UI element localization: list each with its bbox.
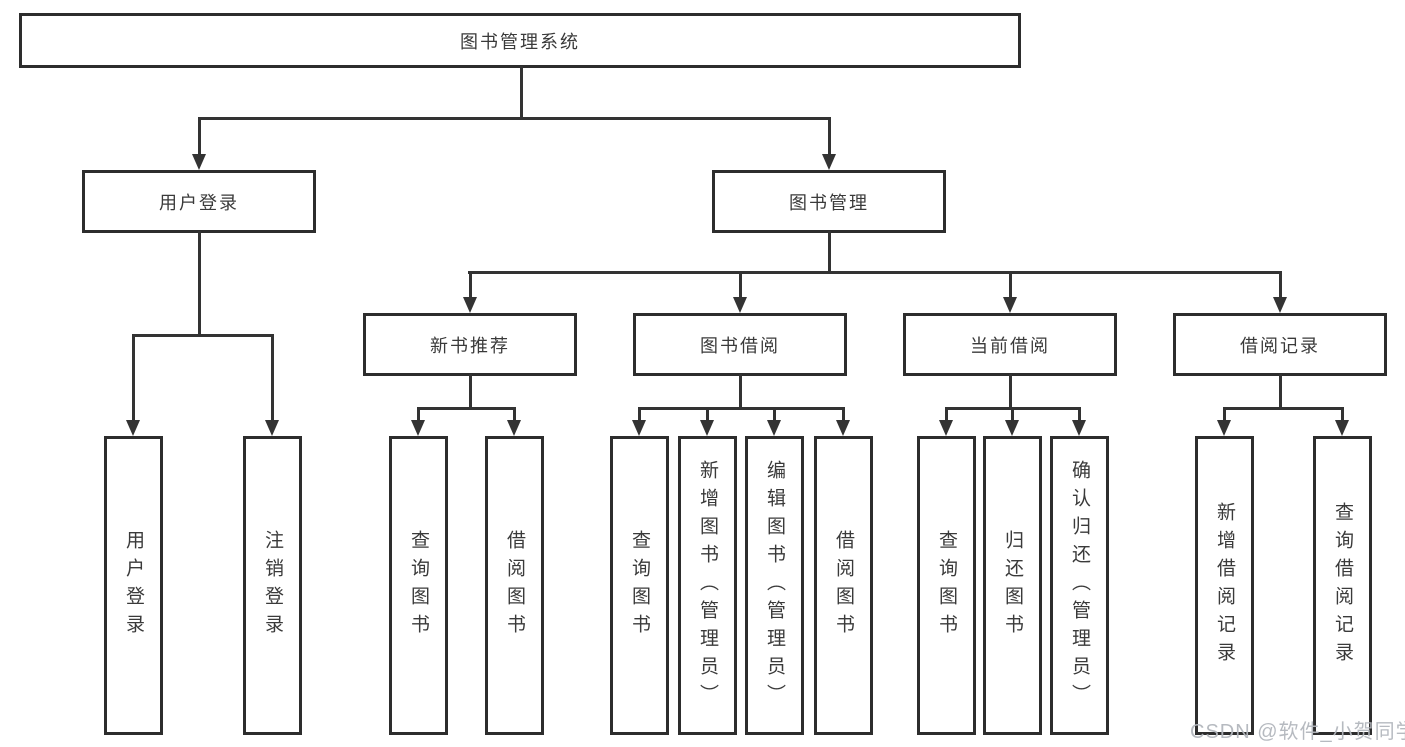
line [417, 407, 420, 422]
node-label: 借阅图书 [833, 529, 854, 642]
line [773, 407, 776, 422]
node-label: 确认归还（管理员） [1069, 459, 1090, 712]
line [945, 407, 948, 422]
node-label: 借阅图书 [504, 529, 525, 642]
leaf-return-books: 归还图书 [983, 436, 1042, 735]
node-label: 用户登录 [123, 529, 144, 642]
line [132, 334, 135, 422]
node-label: 查询图书 [936, 529, 957, 642]
line [828, 117, 831, 156]
node-label: 图书管理 [789, 192, 869, 213]
leaf-query-books-recommend: 查询图书 [389, 436, 448, 735]
arrowhead-icon [733, 297, 747, 313]
node-label: 查询图书 [629, 529, 650, 642]
line [468, 271, 1282, 274]
leaf-query-books-borrowing: 查询图书 [610, 436, 669, 735]
leaf-user-login: 用户登录 [104, 436, 163, 735]
node-label: 查询图书 [408, 529, 429, 642]
leaf-add-borrow-record: 新增借阅记录 [1195, 436, 1254, 735]
line [469, 374, 472, 410]
line [469, 271, 472, 299]
line [1223, 407, 1344, 410]
node-label: 编辑图书（管理员） [764, 459, 785, 712]
leaf-add-books-admin: 新增图书（管理员） [678, 436, 737, 735]
line [1011, 407, 1014, 422]
arrowhead-icon [1072, 420, 1086, 436]
line [520, 66, 523, 120]
line [1341, 407, 1344, 422]
arrowhead-icon [836, 420, 850, 436]
arrowhead-icon [126, 420, 140, 436]
arrowhead-icon [632, 420, 646, 436]
node-book-borrowing: 图书借阅 [633, 313, 847, 376]
line [1009, 271, 1012, 299]
node-label: 用户登录 [159, 192, 239, 213]
node-book-management: 图书管理 [712, 170, 946, 233]
node-label: 图书借阅 [700, 335, 780, 356]
node-user-login: 用户登录 [82, 170, 316, 233]
line [706, 407, 709, 422]
node-current-borrowing: 当前借阅 [903, 313, 1117, 376]
arrowhead-icon [265, 420, 279, 436]
arrowhead-icon [1217, 420, 1231, 436]
leaf-query-books-current: 查询图书 [917, 436, 976, 735]
node-label: 注销登录 [262, 529, 283, 642]
node-system-root: 图书管理系统 [19, 13, 1021, 68]
arrowhead-icon [767, 420, 781, 436]
line [739, 374, 742, 410]
line [739, 271, 742, 299]
line [198, 117, 831, 120]
arrowhead-icon [1273, 297, 1287, 313]
line [1279, 271, 1282, 299]
arrowhead-icon [1005, 420, 1019, 436]
node-borrowing-records: 借阅记录 [1173, 313, 1387, 376]
leaf-borrow-books-recommend: 借阅图书 [485, 436, 544, 735]
line [198, 117, 201, 156]
csdn-watermark: CSDN @软件_小贺同学 [1190, 721, 1405, 743]
arrowhead-icon [411, 420, 425, 436]
leaf-query-borrow-record: 查询借阅记录 [1313, 436, 1372, 735]
arrowhead-icon [507, 420, 521, 436]
line [198, 231, 201, 337]
node-label: 当前借阅 [970, 335, 1050, 356]
line [638, 407, 845, 410]
line [842, 407, 845, 422]
line [132, 334, 274, 337]
line [1279, 374, 1282, 410]
arrowhead-icon [939, 420, 953, 436]
line [417, 407, 516, 410]
node-label: 新书推荐 [430, 335, 510, 356]
arrowhead-icon [192, 154, 206, 170]
leaf-edit-books-admin: 编辑图书（管理员） [745, 436, 804, 735]
leaf-confirm-return-admin: 确认归还（管理员） [1050, 436, 1109, 735]
line [271, 334, 274, 422]
arrowhead-icon [822, 154, 836, 170]
node-label: 新增图书（管理员） [697, 459, 718, 712]
arrowhead-icon [1335, 420, 1349, 436]
node-label: 图书管理系统 [460, 31, 580, 52]
leaf-borrow-books: 借阅图书 [814, 436, 873, 735]
line [1009, 374, 1012, 410]
line [1078, 407, 1081, 422]
line [1223, 407, 1226, 422]
node-new-book-recommendation: 新书推荐 [363, 313, 577, 376]
node-label: 归还图书 [1002, 529, 1023, 642]
line [638, 407, 641, 422]
arrowhead-icon [463, 297, 477, 313]
line [828, 231, 831, 274]
leaf-logout: 注销登录 [243, 436, 302, 735]
arrowhead-icon [1003, 297, 1017, 313]
node-label: 借阅记录 [1240, 335, 1320, 356]
arrowhead-icon [700, 420, 714, 436]
node-label: 新增借阅记录 [1214, 501, 1235, 670]
line [513, 407, 516, 422]
node-label: 查询借阅记录 [1332, 501, 1353, 670]
